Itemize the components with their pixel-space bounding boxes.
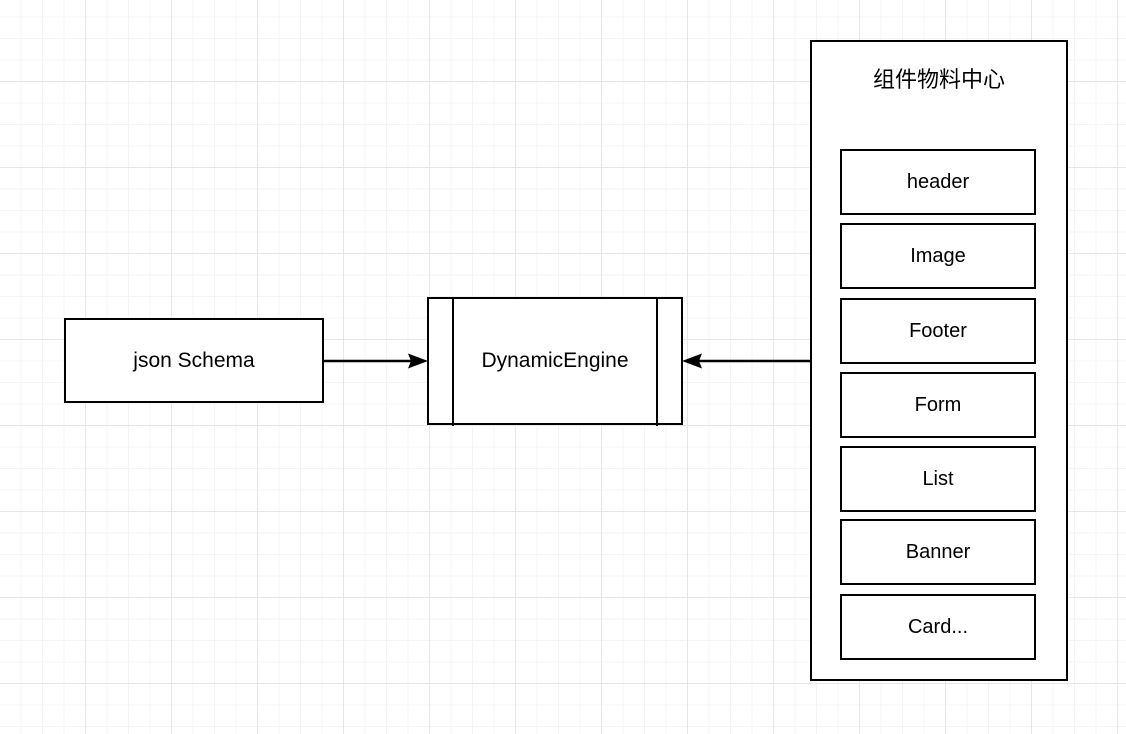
- node-json-schema-label: json Schema: [133, 348, 255, 372]
- component-box-card-label: Card...: [907, 616, 969, 638]
- component-box-form-label: Form: [914, 394, 962, 416]
- material-center-title: 组件物料中心: [872, 68, 1005, 93]
- component-box-image[interactable]: Image: [840, 223, 1036, 289]
- node-json-schema[interactable]: json Schema: [64, 318, 324, 403]
- component-box-footer-label: Footer: [909, 320, 967, 342]
- component-box-image-label: Image: [910, 245, 966, 267]
- component-box-list-label: List: [922, 468, 954, 490]
- connector-center-to-engine[interactable]: [680, 349, 813, 373]
- node-material-center[interactable]: 组件物料中心 header Image Footer Form List Ban…: [810, 40, 1068, 681]
- component-box-card[interactable]: Card...: [840, 594, 1036, 660]
- subroutine-right-bar: [656, 296, 658, 426]
- component-box-list[interactable]: List: [840, 446, 1036, 512]
- connector-schema-to-engine[interactable]: [322, 349, 430, 373]
- component-box-header-label: header: [906, 171, 970, 193]
- node-dynamic-engine[interactable]: DynamicEngine: [427, 296, 683, 426]
- component-box-banner[interactable]: Banner: [840, 519, 1036, 585]
- component-box-header[interactable]: header: [840, 149, 1036, 215]
- component-box-form[interactable]: Form: [840, 372, 1036, 438]
- component-box-footer[interactable]: Footer: [840, 298, 1036, 364]
- subroutine-left-bar: [452, 296, 454, 426]
- component-box-banner-label: Banner: [905, 541, 971, 563]
- node-dynamic-engine-label: DynamicEngine: [481, 349, 629, 373]
